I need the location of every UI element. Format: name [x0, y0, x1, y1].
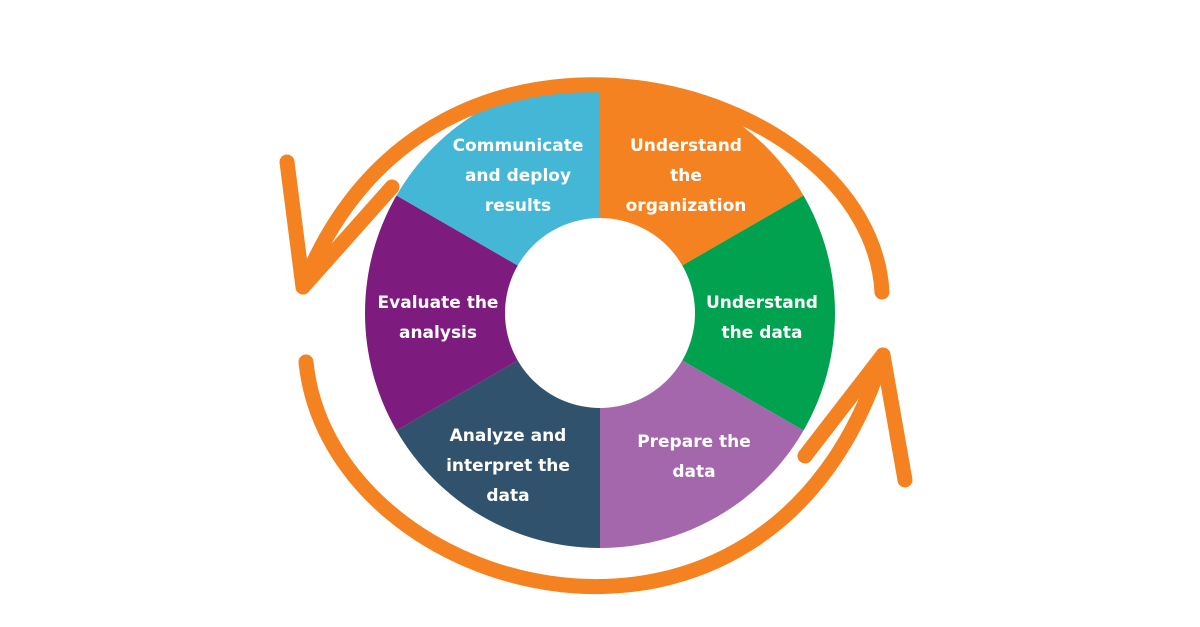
label-line: data [672, 462, 715, 482]
label-analyze-and-interpret-the-data: Analyze and interpret the data [446, 426, 570, 506]
upper-counterclockwise-arrow [295, 77, 890, 300]
label-communicate-and-deploy-results: Communicate and deploy results [453, 136, 584, 216]
upper-counterclockwise-arrow-head [279, 154, 400, 295]
label-line: Understand [630, 136, 742, 156]
label-understand-the-data: Understand the data [706, 293, 818, 343]
label-line: organization [626, 196, 747, 216]
label-line: results [485, 196, 551, 216]
label-line: interpret the [446, 456, 570, 476]
label-line: analysis [399, 323, 477, 343]
label-line: Prepare the [637, 432, 751, 452]
label-line: data [486, 486, 529, 506]
segment-understand-the-data [600, 195, 836, 431]
segment-evaluate-the-analysis [364, 195, 600, 431]
label-line: Evaluate the [378, 293, 499, 313]
label-line: the [670, 166, 702, 186]
label-line: Analyze and [450, 426, 567, 446]
label-line: Communicate [453, 136, 584, 156]
label-line: and deploy [465, 166, 571, 186]
lower-counterclockwise-arrow [298, 347, 891, 595]
cycle-arrows [279, 77, 913, 595]
label-prepare-the-data: Prepare the data [637, 432, 751, 482]
label-understand-the-organization: Understand the organization [626, 136, 747, 216]
label-evaluate-the-analysis: Evaluate the analysis [378, 293, 499, 343]
label-line: the data [722, 323, 803, 343]
label-line: Understand [706, 293, 818, 313]
lower-counterclockwise-arrow-head [797, 347, 913, 488]
center-hole [505, 218, 695, 408]
